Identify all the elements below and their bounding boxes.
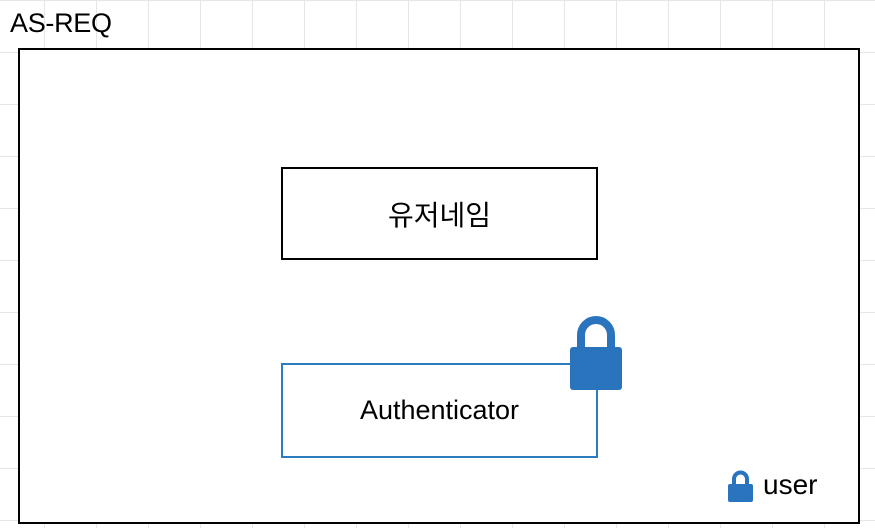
username-label: 유저네임 bbox=[387, 198, 492, 232]
lock-icon bbox=[570, 316, 622, 390]
lock-icon bbox=[728, 470, 753, 502]
username-box: 유저네임 bbox=[281, 167, 598, 260]
legend-label: user bbox=[763, 469, 818, 500]
legend: user bbox=[727, 467, 817, 503]
authenticator-label: Authenticator bbox=[359, 395, 520, 425]
diagram-title: AS-REQ bbox=[10, 8, 112, 38]
authenticator-box: Authenticator bbox=[281, 363, 598, 458]
